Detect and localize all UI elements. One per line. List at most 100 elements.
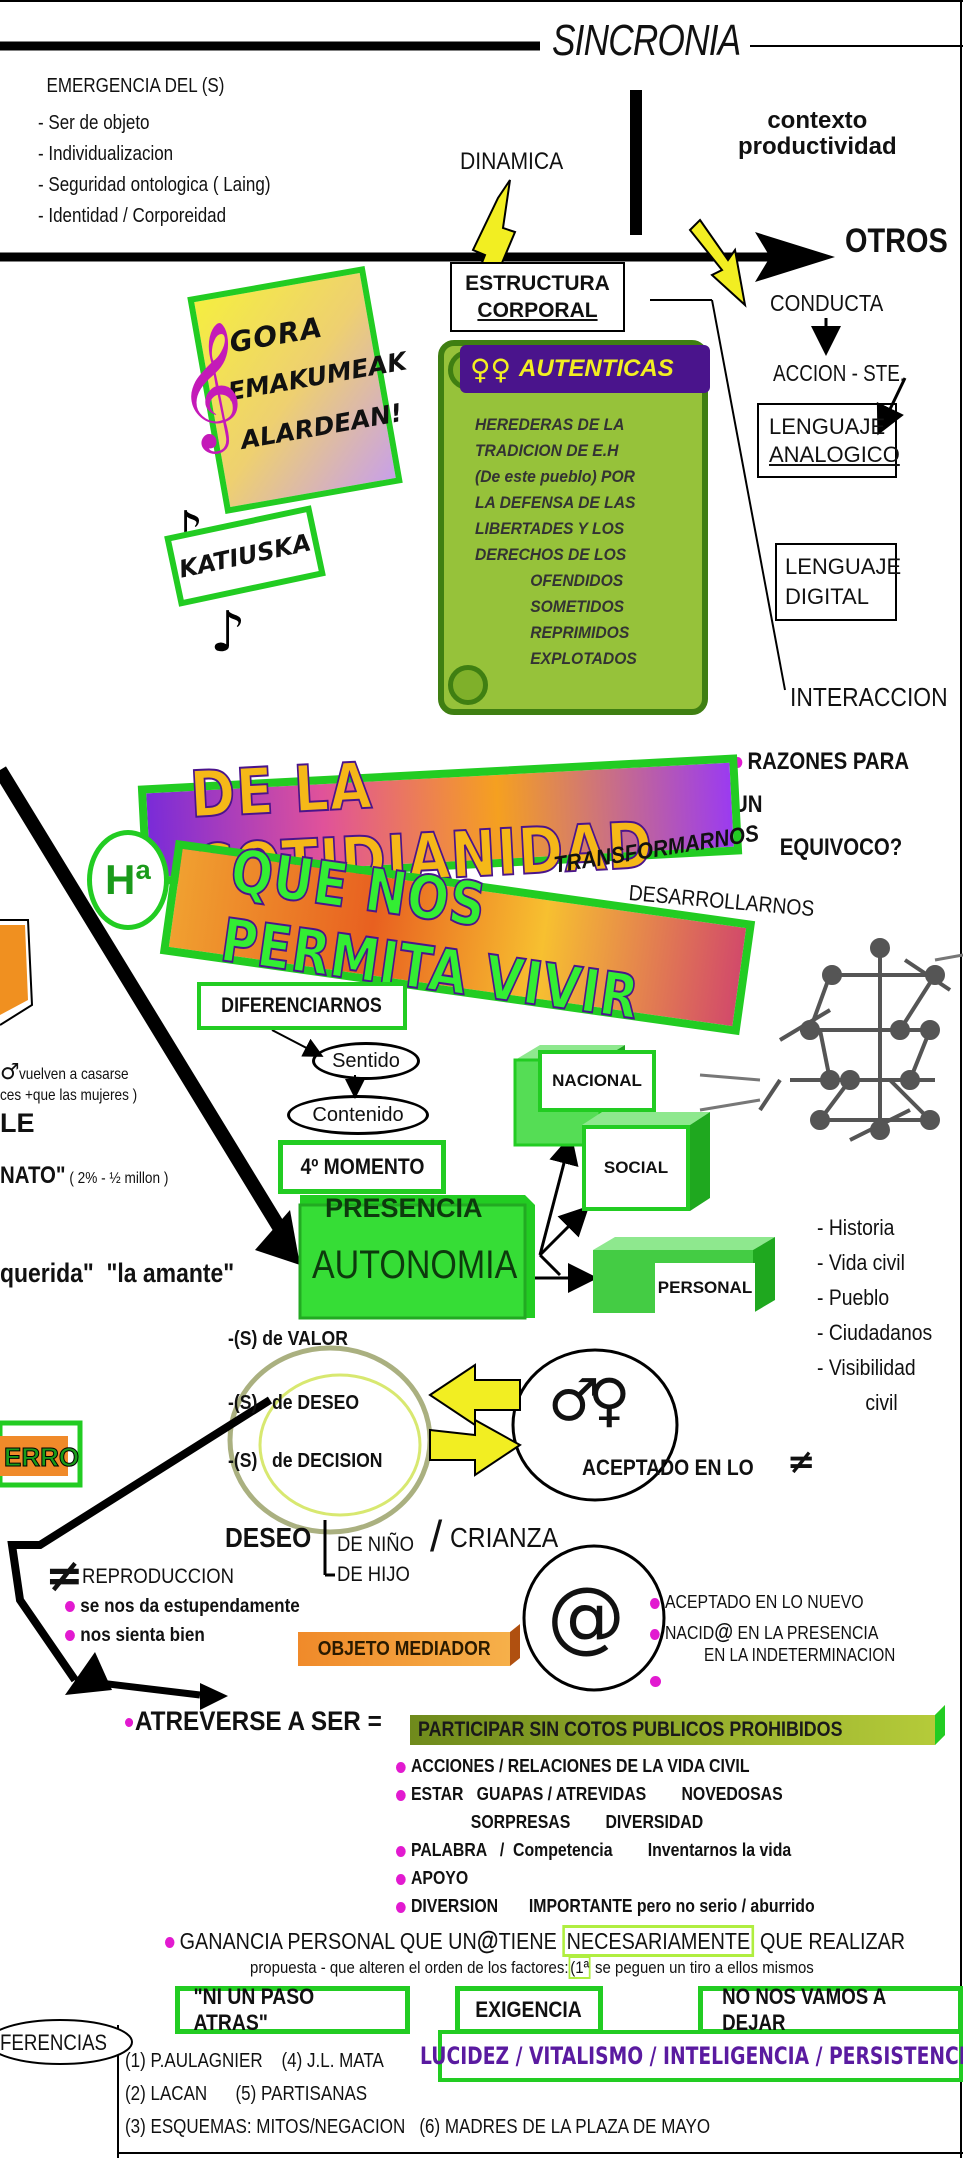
ganancia-box: NECESARIAMENTE: [562, 1925, 755, 1957]
propuesta-b: (1ª: [568, 1956, 591, 1979]
nacid-b: @: [714, 1619, 734, 1644]
contexto-line2: productividad: [738, 133, 897, 160]
aceptado-nuevo-label: ACEPTADO EN LO NUEVO: [664, 1592, 864, 1612]
btn1-label: "NI UN PASO ATRAS": [193, 1984, 315, 2035]
diversion-label: DIVERSION IMPORTANTE pero no serio / abu…: [410, 1896, 815, 1916]
emergencia-item: - Ser de objeto: [38, 112, 150, 134]
bullet-dot: [396, 1873, 406, 1885]
btn2-label: EXIGENCIA: [475, 1997, 583, 2022]
emergencia-item: - Individualizacion: [38, 143, 174, 165]
lucidez-label: LUCIDEZ / VITALISMO / INTELIGENCIA / PER…: [420, 2042, 963, 2070]
participar-label: PARTICIPAR SIN COTOS PUBLICOS PROHIBIDOS: [418, 1718, 843, 1741]
personal-label: PERSONAL: [657, 1278, 753, 1297]
sorpresas-label: SORPRESAS DIVERSIDAD: [470, 1812, 704, 1832]
historia-item: - Visibilidad: [817, 1355, 916, 1380]
propuesta-c: se peguen un tiro a ellos mismos: [590, 1958, 814, 1977]
left-line1: vuelven a casarse: [19, 1066, 129, 1083]
bullet-dot: [733, 757, 743, 769]
aceptado-lo-label: ACEPTADO EN LO: [582, 1455, 754, 1480]
scroll-title: AUTENTICAS: [519, 355, 674, 382]
decision-s-label: -(S) de DECISION: [228, 1450, 383, 1472]
momento-label: 4º MOMENTO: [300, 1154, 424, 1179]
bullet-dot: [396, 1901, 406, 1913]
acciones-label: ACCIONES / RELACIONES DE LA VIDA CIVIL: [410, 1756, 750, 1776]
cube-personal[interactable]: PERSONAL: [655, 1263, 755, 1313]
historia-item: - Vida civil: [817, 1250, 905, 1275]
contexto-line1: contexto: [767, 107, 868, 134]
btn-ni-un-paso[interactable]: "NI UN PASO ATRAS": [175, 1984, 410, 2035]
ha-label: Hª: [105, 856, 151, 903]
sentido-label: Sentido: [332, 1049, 400, 1072]
nacional-label: NACIONAL: [552, 1071, 642, 1090]
neq-repro-icon: ≠: [45, 1548, 84, 1602]
accion-label: ACCION - STE.: [773, 360, 906, 386]
estupenda-item: se nos da estupendamente: [65, 1596, 300, 1618]
contenido-oval: Contenido: [287, 1095, 429, 1135]
sienta-label: nos sienta bien: [80, 1625, 205, 1646]
ganancia-at: @: [476, 1925, 499, 1955]
poster-line3: ALARDEAN!: [238, 397, 405, 455]
left-querida: querida" "la amante": [0, 1258, 235, 1288]
ref-line: (2) LACAN (5) PARTISANAS: [125, 2083, 368, 2105]
btn-exigencia[interactable]: EXIGENCIA: [455, 1986, 603, 2034]
indeterminacion-label: EN LA INDETERMINACION: [704, 1645, 896, 1665]
contexto-label: contexto productividad: [738, 108, 897, 160]
nacid-a: NACID: [664, 1623, 715, 1643]
refs-list: (1) P.AULAGNIER (4) J.L. MATA (2) LACAN …: [125, 2045, 710, 2144]
lenguaje-analogico-line2: ANALOGICO: [769, 441, 900, 467]
crianza-label: CRIANZA: [450, 1522, 559, 1553]
ganancia-a: GANANCIA PERSONAL QUE UN: [179, 1928, 477, 1954]
bullet-dot: [65, 1601, 75, 1613]
ganancia-c: QUE REALIZAR: [754, 1928, 906, 1954]
nino-label: DE NIÑO: [337, 1533, 415, 1556]
nacid-c: EN LA PRESENCIA: [733, 1623, 879, 1643]
social-label: SOCIAL: [603, 1158, 669, 1177]
nato-label: NATO": [0, 1162, 66, 1189]
left-line2: ces +que las mujeres ): [0, 1087, 138, 1104]
btn-no-nos-vamos[interactable]: NO NOS VAMOS A DEJAR: [698, 1984, 963, 2035]
autonomia-label: AUTONOMIA: [312, 1243, 518, 1287]
lenguaje-digital-box: LENGUAJE DIGITAL: [775, 543, 901, 621]
palabra-label: PALABRA / Competencia Inventarnos la vid…: [410, 1840, 792, 1860]
valor-label: -(S) de VALOR: [228, 1328, 348, 1350]
propuesta-line: propuesta - que alteren el orden de los …: [250, 1956, 814, 1979]
estructura-line1: ESTRUCTURA: [465, 272, 610, 295]
referencias-label: FERENCIAS: [0, 2030, 108, 2055]
bullet-dot: [396, 1761, 406, 1773]
scroll-line: TRADICION DE E.H: [475, 441, 619, 460]
scroll-line: DERECHOS DE LOS: [475, 545, 627, 564]
left-nato: NATO" ( 2% - ½ millon ): [0, 1162, 168, 1190]
otros-label: OTROS: [845, 222, 948, 260]
bullet-dot: [165, 1937, 175, 1949]
btn3-label: NO NOS VAMOS A DEJAR: [722, 1984, 886, 2035]
estar-label: ESTAR GUAPAS / ATREVIDAS NOVEDOSAS: [410, 1784, 783, 1804]
gender-symbols-icon: ♂♀: [548, 1366, 631, 1434]
cube-social[interactable]: SOCIAL: [582, 1125, 690, 1211]
historia-item: - Ciudadanos: [817, 1320, 933, 1345]
katiuska-label: KATIUSKA: [176, 528, 314, 584]
deseo-s-label: -(S) de DESEO: [228, 1392, 360, 1414]
bullet-dot: [396, 1845, 406, 1857]
bullet-dot: [396, 1789, 406, 1801]
atreverse-item: ATREVERSE A SER =: [125, 1706, 382, 1737]
scroll-curl-bottom-icon: [448, 665, 488, 705]
historia-list: - Historia - Vida civil - Pueblo - Ciuda…: [817, 1210, 932, 1420]
conducta-label: CONDUCTA: [770, 290, 884, 316]
left-le: LE: [0, 1108, 35, 1138]
neq-icon: ≠: [787, 1442, 816, 1482]
razones-line2: EQUIVOCO?: [779, 834, 903, 861]
bullet-dot: [650, 1597, 660, 1609]
dinamica-label: DINAMICA: [460, 148, 564, 175]
ref-line: (3) ESQUEMAS: MITOS/NEGACION (6) MADRES …: [125, 2116, 711, 2138]
emergencia-item: - Seguridad ontologica ( Laing): [38, 174, 271, 196]
cube-nacional[interactable]: NACIONAL: [538, 1050, 656, 1112]
lenguaje-digital-line1: LENGUAJE: [785, 554, 902, 579]
atreverse-list: ACCIONES / RELACIONES DE LA VIDA CIVIL E…: [396, 1752, 815, 1920]
male-icon: ♂: [0, 1060, 20, 1085]
scroll-line: EXPLOTADOS: [530, 649, 637, 668]
diferenciarnos-box: DIFERENCIARNOS: [197, 982, 407, 1030]
diferenciarnos-label: DIFERENCIARNOS: [221, 994, 383, 1017]
razones-line1: RAZONES PARA UN: [733, 748, 909, 818]
atreverse-label: ATREVERSE A SER =: [134, 1706, 382, 1736]
